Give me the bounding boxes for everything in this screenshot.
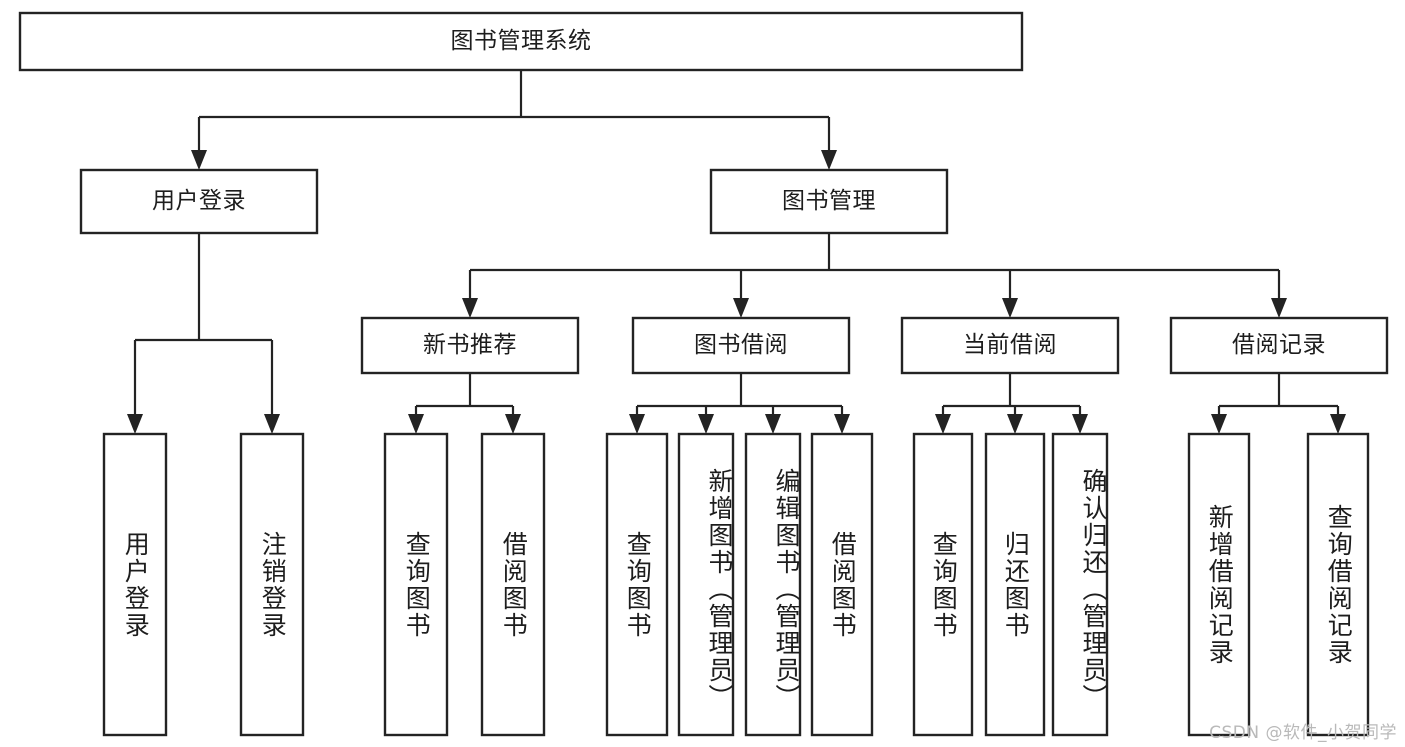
arrow-head-leaf-book-borrow-2	[765, 414, 781, 434]
arrow-head-leaf-user-login-1	[264, 414, 280, 434]
node-new-book-box[interactable]	[360, 316, 580, 375]
arrow-head-leaf-borrow-record-0	[1211, 414, 1227, 434]
node-user-login-box[interactable]	[79, 168, 319, 235]
leaf-box-book-borrow-2[interactable]	[744, 432, 802, 737]
connector-new-book-to-leaves	[408, 373, 521, 434]
arrow-head-leaf-book-borrow-1	[698, 414, 714, 434]
arrow-head-leaf-book-borrow-0	[629, 414, 645, 434]
arrow-head-leaf-current-borrow-1	[1007, 414, 1023, 434]
connector-book-borrow-to-leaves	[629, 373, 850, 434]
node-book-borrow-box[interactable]	[631, 316, 851, 375]
connector-book-manage-to-level3	[462, 233, 1287, 318]
arrow-head-leaf-borrow-record-1	[1330, 414, 1346, 434]
arrow-head-new-book	[462, 298, 478, 318]
arrow-head-book-borrow	[733, 298, 749, 318]
connector-current-borrow-to-leaves	[935, 373, 1088, 434]
arrow-head-leaf-current-borrow-2	[1072, 414, 1088, 434]
node-book-manage-box[interactable]	[709, 168, 949, 235]
connector-borrow-record-to-leaves	[1211, 373, 1346, 434]
arrow-head-user-login	[191, 150, 207, 170]
arrow-head-leaf-new-book-0	[408, 414, 424, 434]
leaf-box-current-borrow-0[interactable]	[912, 432, 974, 737]
node-borrow-record-box[interactable]	[1169, 316, 1389, 375]
leaf-box-book-borrow-0[interactable]	[605, 432, 669, 737]
node-root-box[interactable]	[18, 11, 1024, 72]
csdn-watermark: CSDN @软件_小贺同学	[1209, 723, 1397, 743]
arrow-head-leaf-book-borrow-3	[834, 414, 850, 434]
node-current-borrow-box[interactable]	[900, 316, 1120, 375]
leaf-box-book-borrow-1[interactable]	[677, 432, 735, 737]
leaf-box-current-borrow-2[interactable]	[1051, 432, 1109, 737]
connector-user-login-to-leaves	[127, 233, 280, 434]
arrow-head-leaf-new-book-1	[505, 414, 521, 434]
leaf-box-book-borrow-3[interactable]	[810, 432, 874, 737]
leaf-box-borrow-record-0[interactable]	[1187, 432, 1251, 737]
arrow-head-leaf-user-login-0	[127, 414, 143, 434]
leaf-box-new-book-1[interactable]	[480, 432, 546, 737]
connector-root-to-level2	[191, 70, 837, 170]
leaf-box-current-borrow-1[interactable]	[984, 432, 1046, 737]
leaf-box-new-book-0[interactable]	[383, 432, 449, 737]
arrow-head-leaf-current-borrow-0	[935, 414, 951, 434]
leaf-box-user-login-0[interactable]	[102, 432, 168, 737]
arrow-head-current-borrow	[1002, 298, 1018, 318]
leaf-box-borrow-record-1[interactable]	[1306, 432, 1370, 737]
arrow-head-borrow-record	[1271, 298, 1287, 318]
arrow-head-book-manage	[821, 150, 837, 170]
leaf-box-user-login-1[interactable]	[239, 432, 305, 737]
